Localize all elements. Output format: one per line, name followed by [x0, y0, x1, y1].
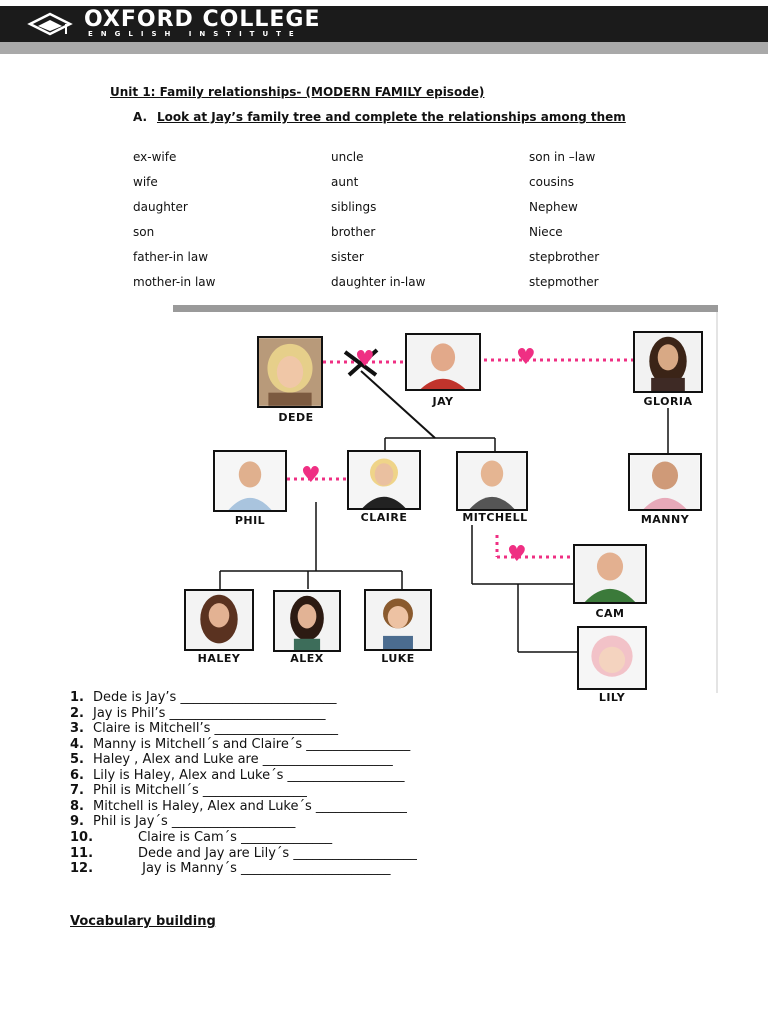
- photo-luke: [364, 589, 432, 651]
- heart-icon: ♥: [355, 347, 375, 372]
- institute-name: ENGLISH INSTITUTE: [88, 30, 302, 38]
- question-text[interactable]: Haley , Alex and Luke are ______________…: [93, 752, 393, 767]
- word-bank-item: ex-wife: [133, 150, 177, 164]
- word-bank-item: stepmother: [529, 275, 599, 289]
- question-text[interactable]: Claire is Mitchell’s ___________________: [93, 721, 339, 736]
- word-bank-item: daughter: [133, 200, 188, 214]
- name-gloria: GLORIA: [643, 395, 693, 408]
- question-number: 4.: [70, 737, 84, 752]
- word-bank-item: aunt: [331, 175, 359, 189]
- heart-icon: ♥: [507, 542, 527, 567]
- word-bank-item: sister: [331, 250, 364, 264]
- question-text[interactable]: Claire is Cam´s ______________: [138, 830, 333, 845]
- question-number: 1.: [70, 690, 84, 705]
- header-divider: [0, 42, 768, 54]
- question-text[interactable]: Dede is Jay’s ________________________: [93, 690, 337, 705]
- college-name: OXFORD COLLEGE: [84, 7, 321, 32]
- name-manny: MANNY: [640, 513, 690, 526]
- question-text[interactable]: Phil is Mitchell´s ________________: [93, 783, 307, 798]
- header-bar: [0, 6, 768, 42]
- photo-claire: [347, 450, 421, 510]
- name-jay: JAY: [432, 395, 454, 408]
- word-bank-item: daughter in-law: [331, 275, 426, 289]
- photo-dede: [257, 336, 323, 408]
- tree-connectors: [219, 348, 669, 653]
- name-claire: CLAIRE: [360, 511, 408, 524]
- question-text[interactable]: Jay is Manny´s _______________________: [138, 861, 391, 876]
- question-text[interactable]: Mitchell is Haley, Alex and Luke´s _____…: [93, 799, 407, 814]
- question-number: 12.: [70, 861, 94, 876]
- tree-right-border: [716, 312, 718, 693]
- question-number: 8.: [70, 799, 84, 814]
- photo-gloria: [633, 331, 703, 393]
- question-number: 11.: [70, 846, 94, 861]
- name-luke: LUKE: [381, 652, 415, 665]
- college-logo-icon: [27, 12, 73, 36]
- word-bank-item: stepbrother: [529, 250, 600, 264]
- question-number: 6.: [70, 768, 84, 783]
- question-text[interactable]: Manny is Mitchell´s and Claire´s _______…: [93, 737, 411, 752]
- tree-top-border: [173, 305, 718, 312]
- name-dede: DEDE: [278, 411, 314, 424]
- vocabulary-heading: Vocabulary building: [70, 914, 216, 929]
- photo-mitchell: [456, 451, 528, 511]
- name-alex: ALEX: [290, 652, 324, 665]
- descent-line-dede-jay: [360, 370, 436, 439]
- word-bank-item: uncle: [331, 150, 364, 164]
- question-number: 5.: [70, 752, 84, 767]
- question-number: 7.: [70, 783, 84, 798]
- question-text[interactable]: Phil is Jay´s ___________________: [93, 814, 296, 829]
- word-bank-item: wife: [133, 175, 158, 189]
- photo-jay: [405, 333, 481, 391]
- question-text[interactable]: Jay is Phil’s ________________________: [93, 706, 326, 721]
- question-number: 10.: [70, 830, 94, 845]
- photo-lily: [577, 626, 647, 690]
- word-bank-item: Nephew: [529, 200, 578, 214]
- photo-manny: [628, 453, 702, 511]
- word-bank-item: son: [133, 225, 155, 239]
- photo-phil: [213, 450, 287, 512]
- word-bank-item: cousins: [529, 175, 574, 189]
- word-bank-item: son in –law: [529, 150, 596, 164]
- photo-haley: [184, 589, 254, 651]
- name-cam: CAM: [595, 607, 625, 620]
- name-haley: HALEY: [197, 652, 241, 665]
- word-bank-item: siblings: [331, 200, 377, 214]
- divorce-cross-b: [347, 348, 379, 377]
- heart-icon: ♥: [301, 463, 321, 488]
- word-bank-item: father-in law: [133, 250, 209, 264]
- question-text[interactable]: Dede and Jay are Lily´s ________________…: [138, 846, 417, 861]
- photo-alex: [273, 590, 341, 652]
- question-number: 2.: [70, 706, 84, 721]
- name-phil: PHIL: [234, 514, 266, 527]
- name-lily: LILY: [598, 691, 626, 704]
- task-instruction: Look at Jay’s family tree and complete t…: [157, 110, 626, 124]
- question-text[interactable]: Lily is Haley, Alex and Luke´s _________…: [93, 768, 405, 783]
- family-tree: ♥ ♥ ♥ ♥ DEDE JAY GLORIA PHIL CLAIRE MITC…: [173, 305, 718, 704]
- question-number: 9.: [70, 814, 84, 829]
- photo-cam: [573, 544, 647, 604]
- heart-icon: ♥: [516, 345, 536, 370]
- question-number: 3.: [70, 721, 84, 736]
- task-letter: A.: [133, 110, 148, 124]
- name-mitchell: MITCHELL: [462, 511, 528, 524]
- unit-title: Unit 1: Family relationships- (MODERN FA…: [110, 85, 485, 99]
- word-bank-item: brother: [331, 225, 376, 239]
- word-bank-item: mother-in law: [133, 275, 216, 289]
- word-bank-item: Niece: [529, 225, 563, 239]
